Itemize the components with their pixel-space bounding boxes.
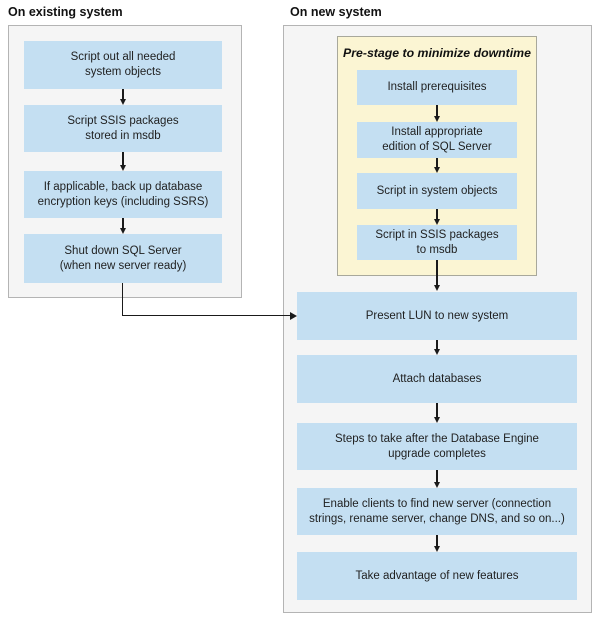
existing-system-title: On existing system bbox=[8, 5, 123, 19]
new-step-post-upgrade: Steps to take after the Database Engine … bbox=[297, 423, 577, 470]
new-step-attach-databases: Attach databases bbox=[297, 355, 577, 403]
new-system-title: On new system bbox=[290, 5, 382, 19]
existing-step-script-objects: Script out all needed system objects bbox=[24, 41, 222, 89]
prestage-step-script-objects: Script in system objects bbox=[357, 173, 517, 209]
elbow-connector-vertical bbox=[122, 283, 124, 316]
arrow-down-icon bbox=[432, 340, 442, 355]
arrow-down-icon bbox=[432, 105, 442, 122]
arrow-down-icon bbox=[432, 209, 442, 225]
elbow-connector-horizontal bbox=[122, 315, 291, 317]
prestage-title: Pre-stage to minimize downtime bbox=[343, 46, 531, 60]
new-step-present-lun: Present LUN to new system bbox=[297, 292, 577, 340]
arrow-down-icon bbox=[432, 403, 442, 423]
arrow-down-icon bbox=[118, 89, 128, 105]
arrow-down-icon bbox=[118, 218, 128, 234]
arrow-down-icon bbox=[432, 535, 442, 552]
prestage-step-script-ssis: Script in SSIS packages to msdb bbox=[357, 225, 517, 260]
prestage-step-prerequisites: Install prerequisites bbox=[357, 70, 517, 105]
existing-step-shutdown: Shut down SQL Server (when new server re… bbox=[24, 234, 222, 283]
arrow-down-icon bbox=[432, 470, 442, 488]
arrow-down-icon bbox=[432, 260, 442, 291]
arrow-right-icon bbox=[290, 312, 297, 320]
existing-step-script-ssis: Script SSIS packages stored in msdb bbox=[24, 105, 222, 152]
prestage-step-install-edition: Install appropriate edition of SQL Serve… bbox=[357, 122, 517, 158]
arrow-down-icon bbox=[118, 152, 128, 171]
existing-step-backup-keys: If applicable, back up database encrypti… bbox=[24, 171, 222, 218]
new-step-new-features: Take advantage of new features bbox=[297, 552, 577, 600]
new-step-enable-clients: Enable clients to find new server (conne… bbox=[297, 488, 577, 535]
arrow-down-icon bbox=[432, 158, 442, 173]
